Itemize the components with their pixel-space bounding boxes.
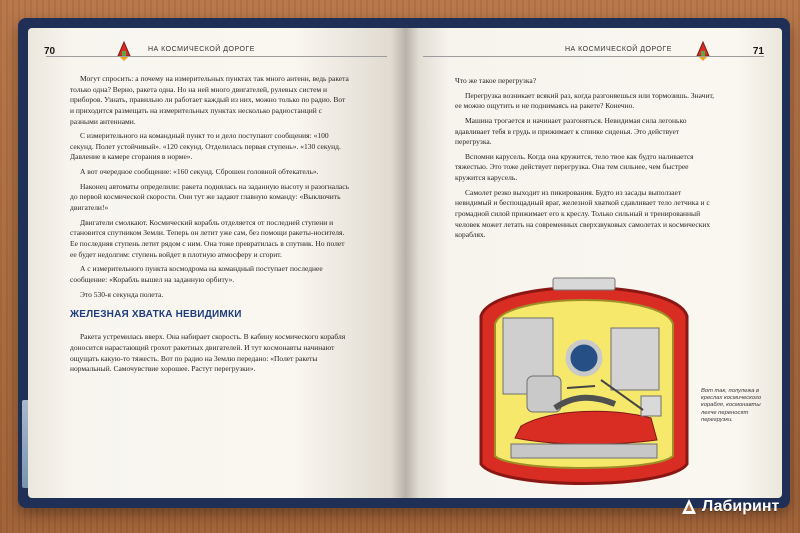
left-page: 70 НА КОСМИЧЕСКОЙ ДОРОГЕ Могут спросить:… xyxy=(28,28,405,498)
right-header-rule xyxy=(423,56,764,57)
right-header-title: НА КОСМИЧЕСКОЙ ДОРОГЕ xyxy=(565,46,672,53)
illustration-caption: Вот так, полулежа в креслах космического… xyxy=(701,388,762,423)
left-header: 70 НА КОСМИЧЕСКОЙ ДОРОГЕ xyxy=(28,36,405,70)
section-heading: ЖЕЛЕЗНАЯ ХВАТКА НЕВИДИМКИ xyxy=(70,309,242,321)
right-header: НА КОСМИЧЕСКОЙ ДОРОГЕ 71 xyxy=(405,36,782,70)
section-paragraph: Ракета устремилась вверх. Она набирает с… xyxy=(70,332,346,374)
left-paragraph: Могут спросить: а почему на измерительны… xyxy=(70,74,349,126)
left-header-title: НА КОСМИЧЕСКОЙ ДОРОГЕ xyxy=(148,46,255,53)
left-paragraph: С измерительного на командный пункт то и… xyxy=(70,131,341,162)
labyrinth-logo-icon xyxy=(682,499,696,514)
watermark: Лабиринт xyxy=(680,496,798,518)
left-paragraph: Наконец автоматы определили: ракета подн… xyxy=(70,181,350,213)
right-paragraph: Перегрузка возникает всякий раз, когда р… xyxy=(455,90,715,111)
left-paragraph: А вот очередное сообщение: «160 секунд. … xyxy=(80,167,319,177)
left-page-number: 70 xyxy=(44,46,56,57)
left-header-rule xyxy=(46,56,387,57)
left-text-column: Могут спросить: а почему на измерительны… xyxy=(70,74,350,379)
right-paragraph: Что же такое перегрузка? xyxy=(455,76,537,85)
rocket-icon xyxy=(117,40,131,61)
right-paragraph: Самолет резко выходит из пикирования. Бу… xyxy=(455,187,711,240)
left-paragraph: Это 530-я секунда полета. xyxy=(80,289,164,299)
right-page: НА КОСМИЧЕСКОЙ ДОРОГЕ 71 Что же такое пе… xyxy=(405,28,782,498)
left-paragraph: А с измерительного пункта космодрома на … xyxy=(70,264,323,284)
rocket-icon xyxy=(696,40,710,61)
open-book-spread: 70 НА КОСМИЧЕСКОЙ ДОРОГЕ Могут спросить:… xyxy=(28,28,782,498)
left-paragraph: Двигатели смолкают. Космический корабль … xyxy=(70,217,345,259)
right-page-number: 71 xyxy=(752,46,764,57)
spacecraft-cabin-illustration xyxy=(479,277,689,485)
right-text-column: Что же такое перегрузка? Перегрузка возн… xyxy=(455,76,715,245)
right-paragraph: Вспомни карусель. Когда она кружится, те… xyxy=(455,151,694,183)
watermark-text: Лабиринт xyxy=(702,498,780,515)
right-paragraph: Машина трогается и начинает разгоняться.… xyxy=(455,115,687,147)
